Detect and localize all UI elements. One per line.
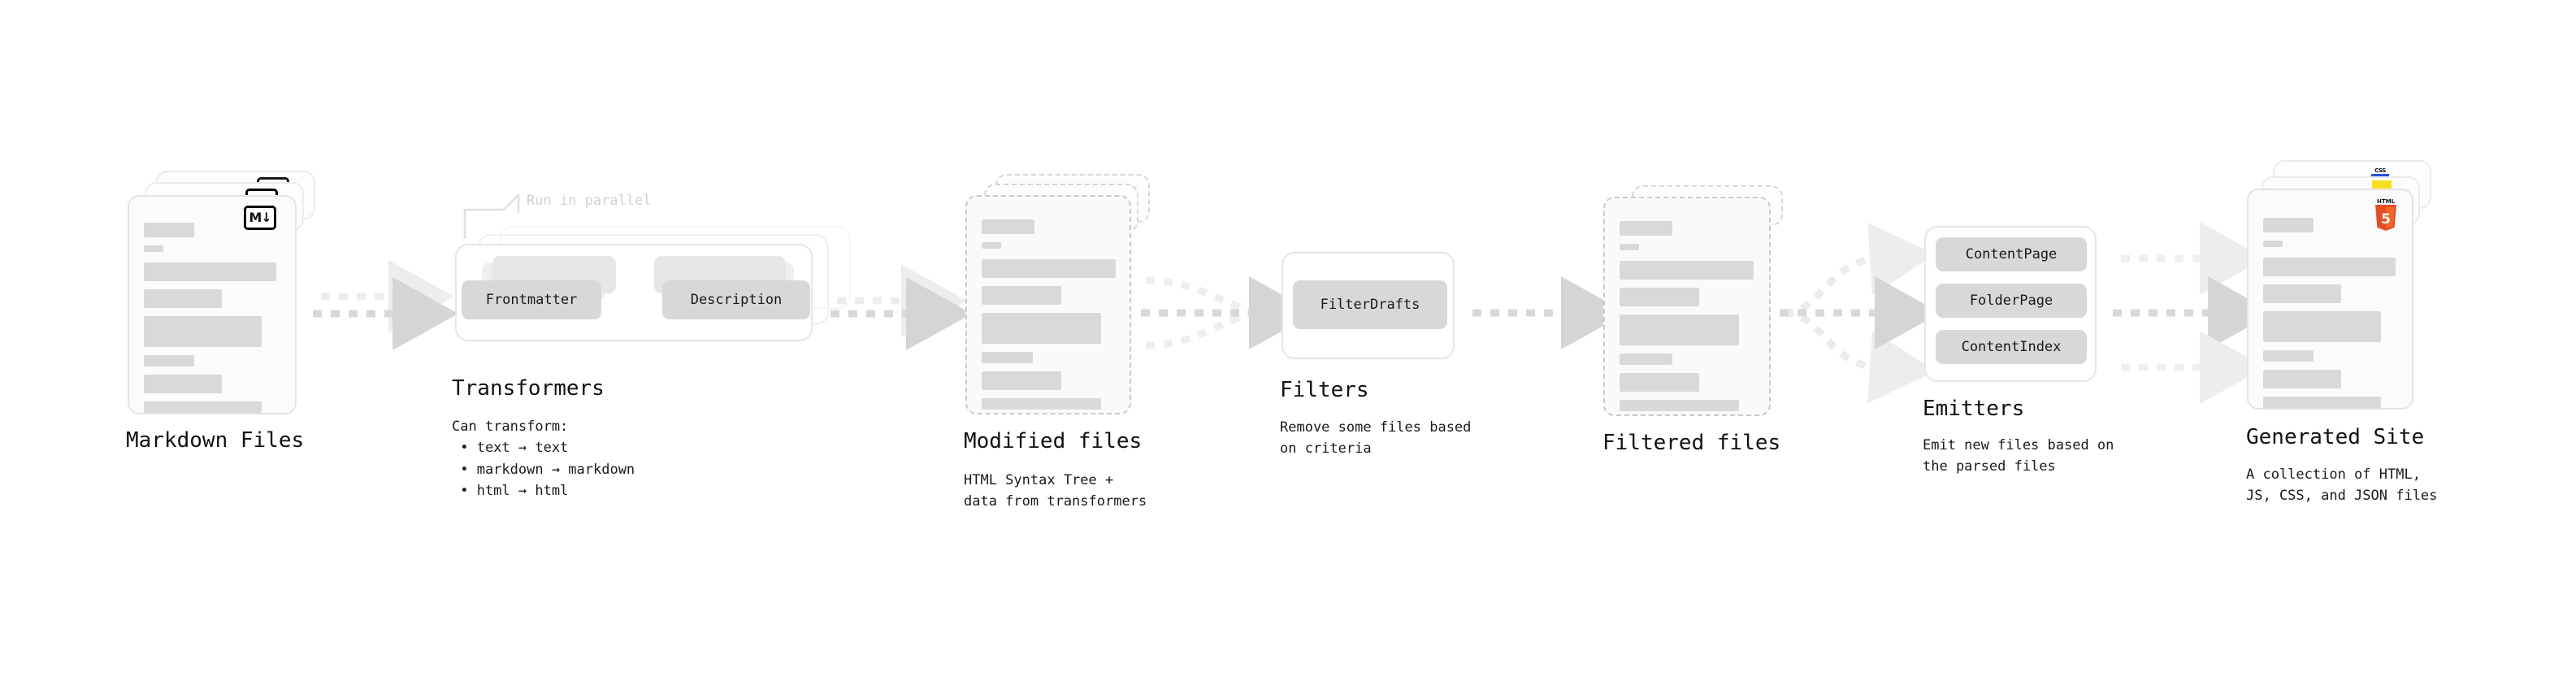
run-in-parallel-note: Run in parallel bbox=[527, 193, 652, 209]
chip-contentindex[interactable]: ContentIndex bbox=[1936, 330, 2087, 364]
stage-desc-generated-site: A collection of HTML, JS, CSS, and JSON … bbox=[2246, 466, 2438, 505]
stage-desc-emitters: Emit new files based on the parsed files bbox=[1923, 437, 2114, 475]
chip-folderpage[interactable]: FolderPage bbox=[1936, 284, 2087, 318]
stage-desc-modified-files: HTML Syntax Tree + data from transformer… bbox=[964, 472, 1147, 510]
chip-contentpage[interactable]: ContentPage bbox=[1936, 237, 2087, 271]
file-skeleton-bars bbox=[144, 223, 280, 421]
stage-title-filtered-files: Filtered files bbox=[1602, 431, 1781, 455]
arrow-filtered-to-emitters bbox=[1780, 222, 1941, 404]
stage-title-transformers: Transformers bbox=[452, 376, 605, 401]
chip-frontmatter[interactable]: Frontmatter bbox=[462, 280, 601, 319]
html5-icon: HTML 5 bbox=[2371, 198, 2400, 234]
modified-file-card bbox=[965, 195, 1131, 414]
markdown-badge-icon: M↓ bbox=[244, 206, 276, 230]
stage-title-generated-site: Generated Site bbox=[2246, 425, 2425, 449]
filtered-file-card bbox=[1603, 197, 1771, 416]
css3-icon: CSS bbox=[2370, 164, 2390, 177]
svg-text:5: 5 bbox=[2381, 211, 2391, 228]
chip-filterdrafts[interactable]: FilterDrafts bbox=[1293, 280, 1447, 329]
file-skeleton-bars bbox=[2263, 218, 2397, 416]
markdown-file-card: M↓ bbox=[128, 195, 297, 414]
stage-title-filters: Filters bbox=[1280, 378, 1369, 402]
html5-shield-icon: 5 bbox=[2375, 205, 2396, 231]
stage-title-emitters: Emitters bbox=[1923, 397, 2025, 421]
stage-desc-filters: Remove some files based on criteria bbox=[1280, 419, 1472, 458]
file-skeleton-bars bbox=[982, 219, 1116, 418]
arrow-modified-to-filters bbox=[1141, 276, 1315, 349]
stage-desc-transformers: Can transform: • text → text • markdown … bbox=[452, 419, 635, 500]
stage-title-markdown-files: Markdown Files bbox=[126, 428, 305, 453]
generated-site-card: HTML 5 bbox=[2247, 189, 2413, 410]
stage-title-modified-files: Modified files bbox=[964, 429, 1143, 453]
arrow-emitters-to-site bbox=[2113, 222, 2274, 404]
chip-description[interactable]: Description bbox=[662, 280, 810, 319]
arrow-markdown-to-transformers bbox=[313, 260, 458, 350]
file-skeleton-bars bbox=[1620, 221, 1754, 419]
